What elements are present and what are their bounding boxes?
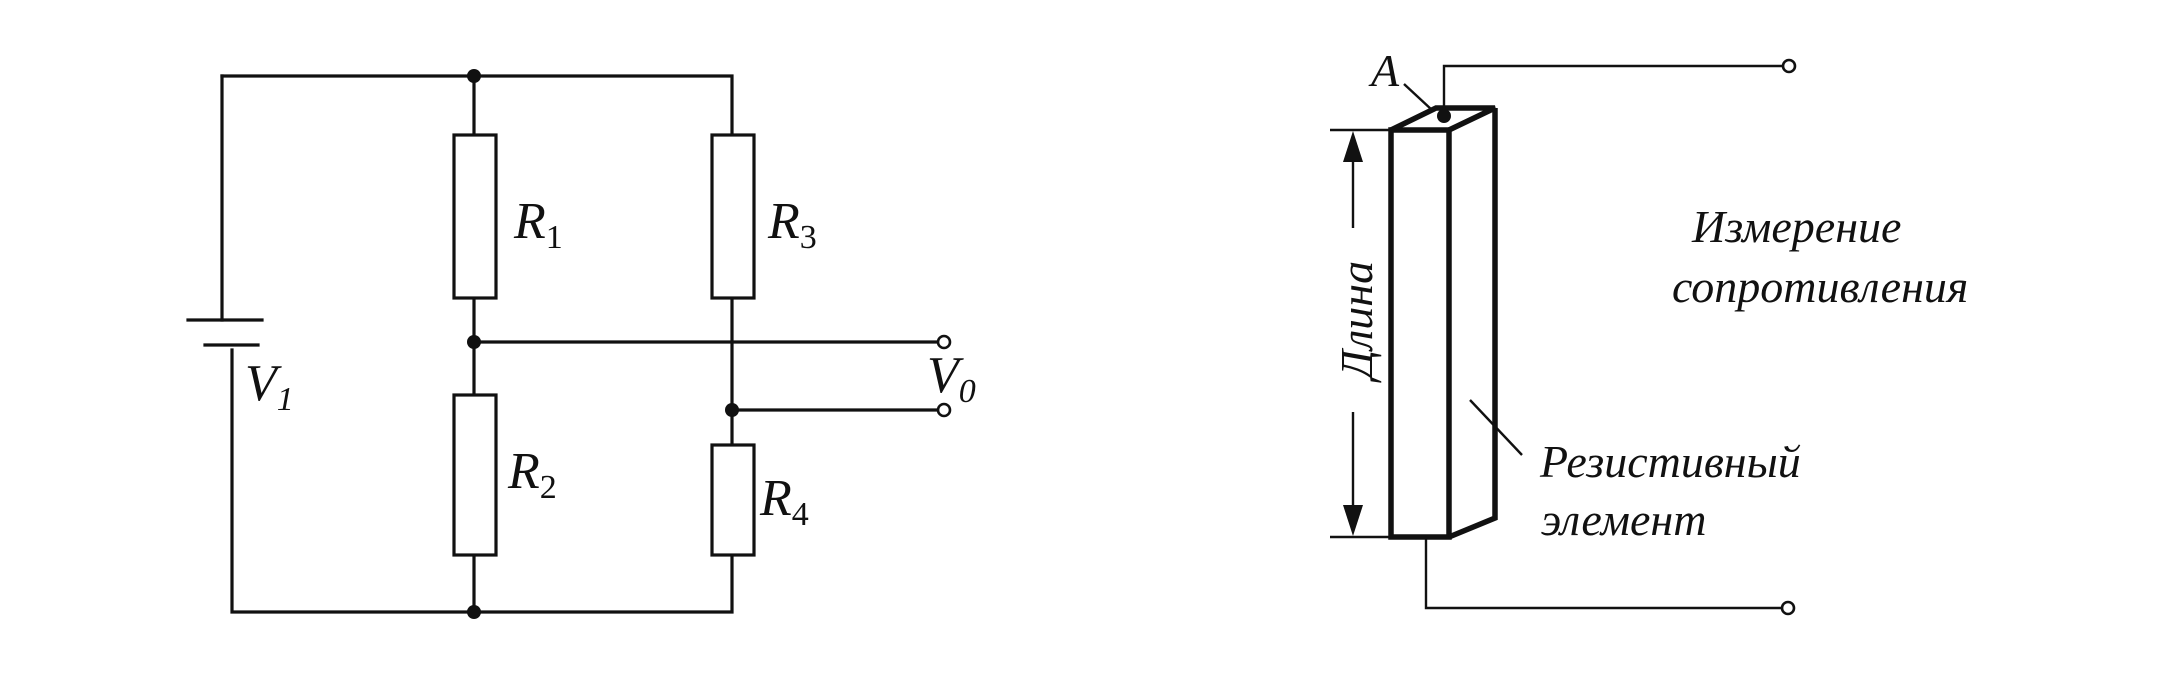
top-lead-terminal — [1781, 58, 1797, 74]
source-bottom-wire — [230, 348, 734, 614]
label-measurement-line1: Измерение — [1691, 201, 1901, 252]
label-measurement-line2: сопротивления — [1672, 261, 1968, 312]
prism-top-face — [1389, 105, 1497, 133]
label-r2: R2 — [507, 443, 557, 506]
resistor-r3 — [710, 133, 756, 300]
label-point-a: A — [1368, 45, 1400, 96]
label-r1: R1 — [513, 193, 563, 256]
point-a-pointer — [1403, 83, 1433, 111]
output-terminal-bottom — [936, 402, 952, 418]
label-length: Длина — [1331, 261, 1382, 383]
label-element-line2: элемент — [1541, 494, 1706, 545]
output-terminal-top — [936, 334, 952, 350]
prism-front-face — [1388, 127, 1452, 540]
label-element-line1: Резистивный — [1539, 436, 1801, 487]
resistor-r1 — [452, 133, 498, 300]
label-v1: V1 — [245, 355, 294, 418]
element-pointer — [1469, 399, 1523, 456]
junction-bottom-left — [467, 605, 481, 619]
bridge-circuit: R1 R2 R3 R4 V1 V0 — [186, 69, 976, 619]
resistor-r4 — [710, 443, 756, 557]
junction-mid-left — [467, 335, 481, 349]
resistive-element-figure: A Длина Измерение сопротивления Резистив… — [1330, 45, 1968, 616]
junction-mid-right — [725, 403, 739, 417]
label-r3: R3 — [767, 193, 817, 256]
label-r4: R4 — [759, 470, 809, 533]
bottom-lead-terminal — [1780, 600, 1796, 616]
resistor-r2 — [452, 393, 498, 557]
bottom-lead-wire — [1424, 538, 1782, 610]
length-arrowhead-up — [1343, 131, 1363, 162]
length-arrowhead-down — [1343, 505, 1363, 536]
top-lead-wire — [1442, 64, 1783, 116]
top-rail-wire — [220, 74, 734, 137]
junction-top-left — [467, 69, 481, 83]
label-v0: V0 — [927, 347, 976, 410]
prism-side-face — [1447, 108, 1498, 540]
point-a-contact — [1437, 109, 1451, 123]
